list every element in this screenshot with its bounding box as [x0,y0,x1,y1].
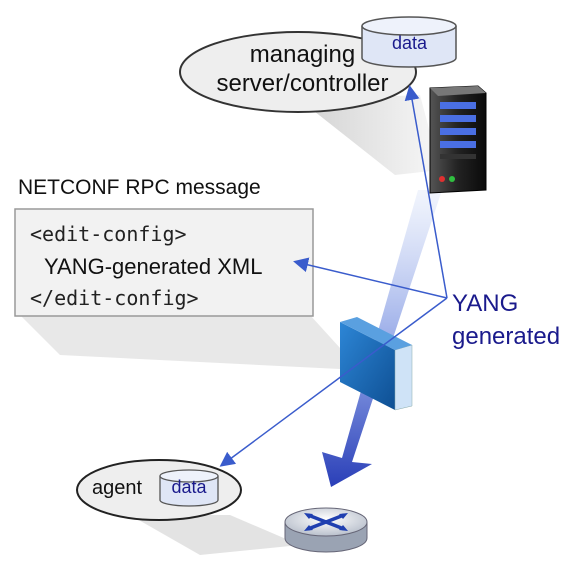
manager-label-line2: server/controller [216,70,389,97]
router-icon [284,507,368,553]
managing-server-label: managing server/controller [195,40,410,98]
firewall-icon [340,317,413,411]
agent-db-label: data [171,477,207,497]
manager-database-icon [361,16,457,68]
rpc-message-box [14,208,314,317]
agent-database-icon [159,469,219,507]
rpc-message-title: NETCONF RPC message [18,176,261,199]
yang-label-line1: YANG [452,290,519,317]
rpc-close-tag: </edit-config> [30,286,199,310]
rpc-open-tag: <edit-config> [30,222,187,246]
agent-label: agent [92,477,143,499]
managing-server-ellipse [179,31,417,113]
yang-pointer-lines [219,85,448,467]
server-tower-icon [429,85,487,194]
yang-generated-label: YANG generated [452,287,560,353]
agent-shadow [130,515,300,555]
manager-db-label: data [391,33,428,53]
manager-shadow [300,95,440,175]
manager-label-line1: managing [249,41,356,68]
rpc-box-shadow [20,315,360,370]
rpc-body-text: YANG-generated XML [44,254,263,279]
yang-label-line2: generated [452,323,561,350]
